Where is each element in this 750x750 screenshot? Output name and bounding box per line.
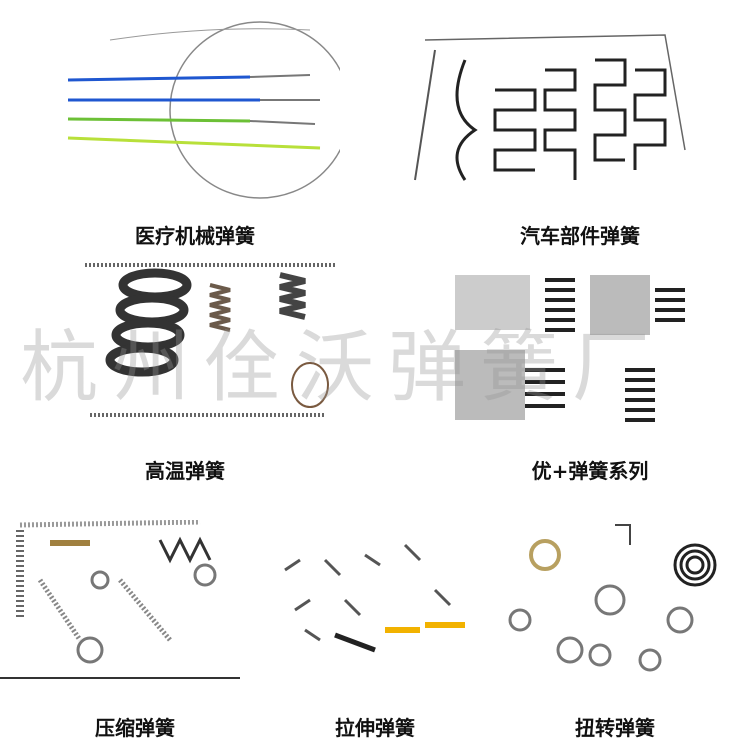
caption-torsion: 扭转弹簧 [575,716,655,740]
extension-springs-image [265,530,480,660]
youplus-springs-image [455,270,695,435]
caption-automotive: 汽车部件弹簧 [520,224,640,248]
medical-springs-image [60,20,340,205]
automotive-springs-image [405,30,695,190]
caption-high-temp: 高温弹簧 [145,459,225,483]
caption-extension: 拉伸弹簧 [335,716,415,740]
torsion-springs-image [500,520,730,685]
caption-youplus: 优+弹簧系列 [531,459,649,483]
high-temp-springs-image [80,255,340,425]
caption-compression: 压缩弹簧 [95,716,175,740]
compression-springs-image [0,520,240,680]
caption-medical: 医疗机械弹簧 [135,224,255,248]
